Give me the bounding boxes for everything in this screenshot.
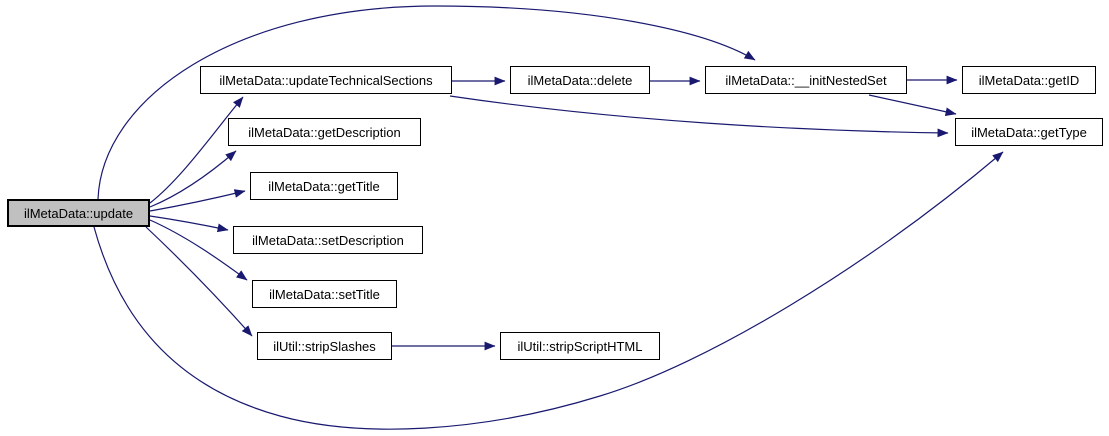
edge-update-to-gettitle	[149, 189, 246, 212]
node-ilmetadata-update[interactable]: ilMetaData::update	[7, 199, 150, 227]
node-ilutil-stripslashes[interactable]: ilUtil::stripSlashes	[257, 332, 392, 360]
node-ilmetadata-initnestedset[interactable]: ilMetaData::__initNestedSet	[705, 66, 907, 94]
node-ilmetadata-settitle[interactable]: ilMetaData::setTitle	[252, 280, 397, 308]
node-ilmetadata-setdescription[interactable]: ilMetaData::setDescription	[233, 226, 423, 254]
edge-updatetechnicalsections-to-gettype	[449, 95, 949, 138]
node-ilmetadata-updatetechnicalsections[interactable]: ilMetaData::updateTechnicalSections	[200, 66, 452, 94]
edge-update-to-settitle	[149, 219, 248, 281]
edge-initnestedset-to-gettype	[868, 94, 957, 117]
node-ilmetadata-getid[interactable]: ilMetaData::getID	[962, 66, 1096, 94]
node-ilmetadata-getdescription[interactable]: ilMetaData::getDescription	[228, 118, 421, 146]
edge-update-to-getdescription	[149, 150, 237, 208]
node-ilmetadata-delete[interactable]: ilMetaData::delete	[510, 66, 650, 94]
edge-update-to-updatetechnicalsections	[149, 96, 244, 204]
node-ilmetadata-gettitle[interactable]: ilMetaData::getTitle	[250, 172, 398, 200]
edge-update-to-initnestedset	[97, 5, 756, 200]
edge-update-to-gettype	[93, 151, 1004, 430]
node-ilmetadata-gettype[interactable]: ilMetaData::getType	[955, 118, 1103, 146]
edge-update-to-setdescription	[149, 215, 229, 233]
node-ilutil-stripscripthtml[interactable]: ilUtil::stripScriptHTML	[500, 332, 660, 360]
edge-update-to-stripslashes	[145, 226, 253, 337]
